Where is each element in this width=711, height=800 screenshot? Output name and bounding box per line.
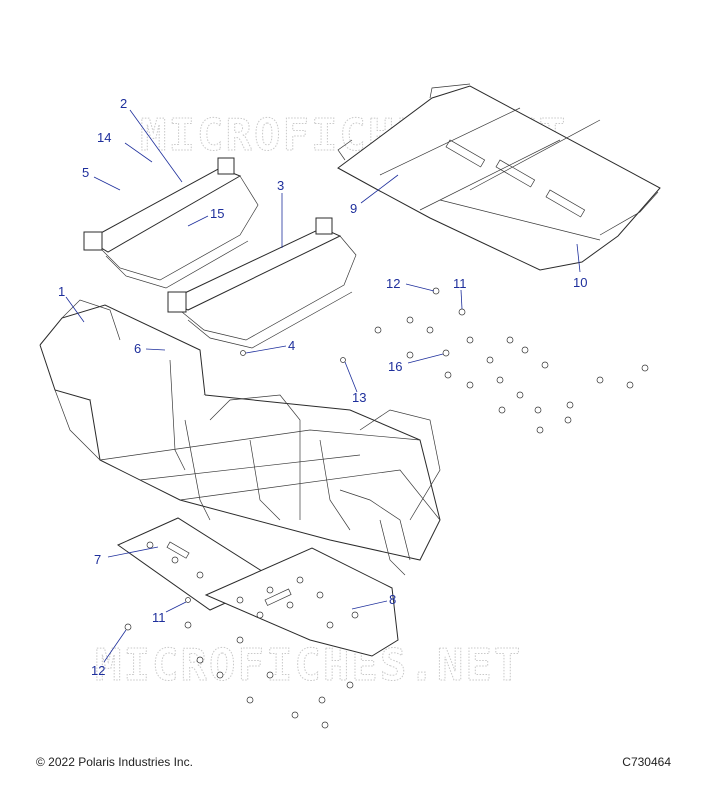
callout-12-lower: 12 (91, 663, 105, 678)
callout-9: 9 (350, 201, 357, 216)
watermark-bottom: MICROFICHES.NET (95, 640, 522, 691)
callout-15: 15 (210, 206, 224, 221)
callout-1: 1 (58, 284, 65, 299)
callout-3: 3 (277, 178, 284, 193)
callout-13: 13 (352, 390, 366, 405)
front-seat-base (83, 157, 259, 289)
rear-seat-base (167, 217, 357, 349)
callout-11-upper: 11 (453, 276, 467, 291)
fastener-cluster-lower (124, 597, 354, 729)
cargo-floor-panel (337, 83, 661, 271)
callout-16: 16 (388, 359, 402, 374)
drawing-number: C730464 (622, 755, 671, 769)
callout-14: 14 (97, 130, 111, 145)
callout-11-lower: 11 (152, 610, 166, 625)
callout-7: 7 (94, 552, 101, 567)
callout-4: 4 (288, 338, 295, 353)
callout-5: 5 (82, 165, 89, 180)
callout-numbers: 2 14 5 15 3 1 6 4 13 9 10 12 11 16 7 8 1… (58, 96, 587, 678)
rear-skid-plate (204, 547, 399, 657)
copyright-text: © 2022 Polaris Industries Inc. (36, 755, 193, 769)
callout-8: 8 (389, 592, 396, 607)
callout-2: 2 (120, 96, 127, 111)
callout-6: 6 (134, 341, 141, 356)
main-frame (39, 299, 441, 576)
callout-12-upper: 12 (386, 276, 400, 291)
fastener-cluster-upper (240, 287, 649, 434)
callout-10: 10 (573, 275, 587, 290)
callout-leaders (65, 109, 581, 663)
